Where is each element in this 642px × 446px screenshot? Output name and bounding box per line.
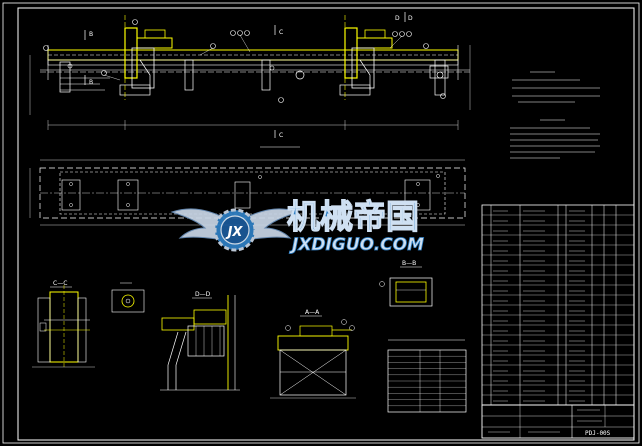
section-d-d-label: D—D <box>195 291 211 298</box>
section-marker-c-bottom: C <box>279 132 283 139</box>
title-block <box>481 404 635 439</box>
section-a-a-view <box>270 315 356 399</box>
section-marker-b-bottom: B <box>89 79 93 86</box>
section-c-c-view <box>32 285 95 368</box>
section-marker-b-top: B <box>89 31 93 38</box>
section-marker-d: D <box>408 15 413 22</box>
secondary-parts-table <box>387 339 467 413</box>
section-c-c-label: C—C <box>53 280 67 287</box>
watermark-title: 机械帝国 <box>287 197 419 236</box>
watermark-site: JXDIGUO.COM <box>289 235 424 255</box>
watermark: JX 机械帝国 JXDIGUO.COM <box>170 196 424 255</box>
technical-requirements-notes <box>510 71 600 159</box>
section-a-a-label: A—A <box>305 309 320 316</box>
section-b-b-label: B—B <box>402 260 416 267</box>
section-marker-c-top: C <box>279 29 283 36</box>
drawing-number: PDJ-00S <box>585 430 611 437</box>
bill-of-materials-table <box>481 204 635 406</box>
section-b-b-view <box>379 266 433 307</box>
detail-round-part <box>111 282 145 313</box>
logo-letters: JX <box>225 225 244 240</box>
section-marker-d2: D <box>395 15 400 22</box>
winged-gear-logo <box>170 208 300 252</box>
main-elevation-view <box>29 12 471 138</box>
section-d-d-view <box>160 295 240 391</box>
